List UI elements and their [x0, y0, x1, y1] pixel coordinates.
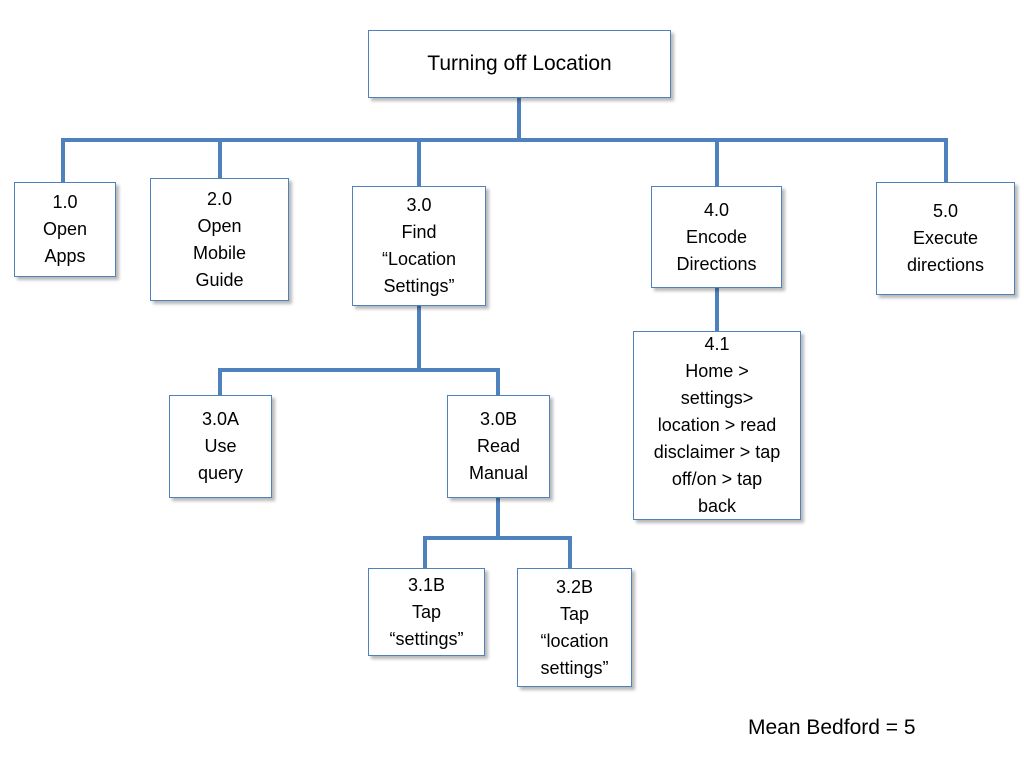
node-text-line: Execute: [912, 228, 979, 248]
node-text-line: back: [697, 496, 737, 516]
node-text-line: 2.0: [206, 188, 233, 209]
node-3-2b: 3.2B Tap “location settings”: [517, 568, 632, 687]
node-text-line: Settings”: [383, 276, 455, 296]
node-text-line: location > read: [657, 415, 777, 435]
node-text-line: settings>: [680, 388, 754, 408]
node-text-line: 5.0: [932, 201, 959, 221]
node-3-1b: 3.1B Tap “settings”: [368, 568, 485, 656]
node-3-0a: 3.0A Use query: [169, 395, 272, 498]
node-text-line: Turning off Location: [427, 52, 612, 75]
node-text-line: 3.0: [406, 195, 432, 215]
node-text-line: 4.1: [704, 334, 730, 354]
node-text-line: “Location: [381, 249, 457, 269]
node-text-line: Encode: [685, 226, 748, 247]
node-text-line: Directions: [676, 253, 757, 274]
node-text-line: Use: [204, 436, 237, 456]
node-text-line: Home >: [685, 361, 749, 381]
node-text-line: off/on > tap: [671, 469, 763, 489]
node-text-line: 4.0: [703, 199, 730, 220]
node-text-line: 3.0B: [479, 409, 518, 429]
node-text-line: Tap: [559, 603, 590, 624]
node-text-line: disclaimer > tap: [653, 442, 781, 462]
node-text-line: “settings”: [389, 628, 464, 649]
node-text-line: Manual: [468, 463, 529, 483]
node-text-line: Guide: [195, 269, 244, 290]
node-text-line: Mobile: [192, 242, 247, 263]
node-text-line: Find: [401, 222, 437, 242]
node-root: Turning off Location: [368, 30, 671, 98]
node-text-line: Tap: [411, 601, 442, 622]
node-text-line: Open: [197, 215, 242, 236]
node-text-line: Read: [476, 436, 521, 456]
node-text-line: “location: [540, 630, 609, 651]
node-text-line: Apps: [44, 246, 86, 266]
node-text-line: 1.0: [52, 192, 78, 212]
node-text-line: query: [197, 463, 244, 483]
node-text-line: settings”: [540, 657, 609, 678]
node-text-line: 3.1B: [407, 574, 446, 595]
mean-bedford-label: Mean Bedford = 5: [748, 716, 916, 739]
node-text-line: 3.0A: [201, 409, 240, 429]
node-text-line: directions: [906, 255, 985, 275]
node-text-line: 3.2B: [555, 576, 594, 597]
node-text-line: Open: [42, 219, 88, 239]
